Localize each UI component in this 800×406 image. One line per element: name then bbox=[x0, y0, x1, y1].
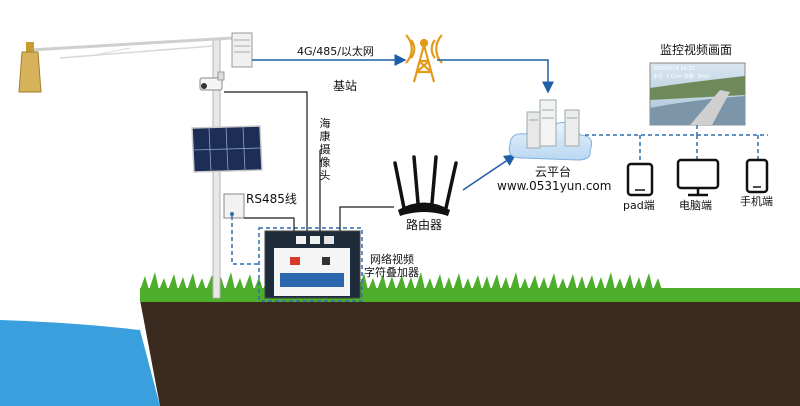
dashed-link bbox=[231, 216, 259, 265]
junction-box bbox=[223, 193, 245, 219]
cloud-platform-label: 云平台 bbox=[535, 165, 572, 179]
phone-icon bbox=[745, 158, 769, 194]
rs485-label: RS485线 bbox=[246, 192, 297, 206]
pc-label: 电脑端 bbox=[679, 199, 712, 212]
overlay-device-label-2: 字符叠加器 bbox=[364, 266, 419, 279]
router bbox=[393, 155, 458, 216]
grass bbox=[140, 272, 800, 302]
overlay-device-label-1: 网络视频 bbox=[370, 253, 414, 266]
device-dashed-frame bbox=[258, 227, 363, 302]
link-type-label: 4G/485/以太网 bbox=[297, 45, 374, 58]
pad-label: pad端 bbox=[623, 199, 655, 212]
base-station-label: 基站 bbox=[333, 79, 358, 93]
solar-panel bbox=[191, 125, 263, 173]
pole-arm bbox=[29, 36, 234, 52]
router-label: 路由器 bbox=[406, 218, 443, 232]
monitor-screen-label: 监控视频画面 bbox=[660, 43, 733, 57]
screen-overlay-line1: 2020/9/14 14:32 bbox=[653, 66, 695, 72]
cloud-servers bbox=[508, 99, 593, 161]
radar-sensor bbox=[18, 42, 42, 93]
screen-overlay-line2: 水位: 1.02m 流量: 3m/s bbox=[653, 74, 710, 80]
pad-icon bbox=[626, 162, 654, 197]
soil-bank bbox=[140, 300, 800, 406]
video-overlay-device bbox=[264, 230, 361, 299]
client-links bbox=[585, 125, 768, 160]
base-station-tower bbox=[405, 34, 443, 83]
monitor-video-frame bbox=[649, 62, 746, 126]
tower-to-cloud bbox=[437, 59, 554, 94]
phone-label: 手机端 bbox=[740, 195, 773, 208]
wires bbox=[224, 91, 394, 231]
hikvision-camera bbox=[199, 71, 225, 91]
pc-icon bbox=[676, 158, 720, 197]
water bbox=[0, 320, 160, 406]
top-sensor-box bbox=[231, 32, 253, 68]
website-label: www.0531yun.com bbox=[497, 179, 612, 193]
router-to-cloud bbox=[462, 154, 517, 191]
camera-label: 海康摄像头 bbox=[319, 117, 331, 182]
